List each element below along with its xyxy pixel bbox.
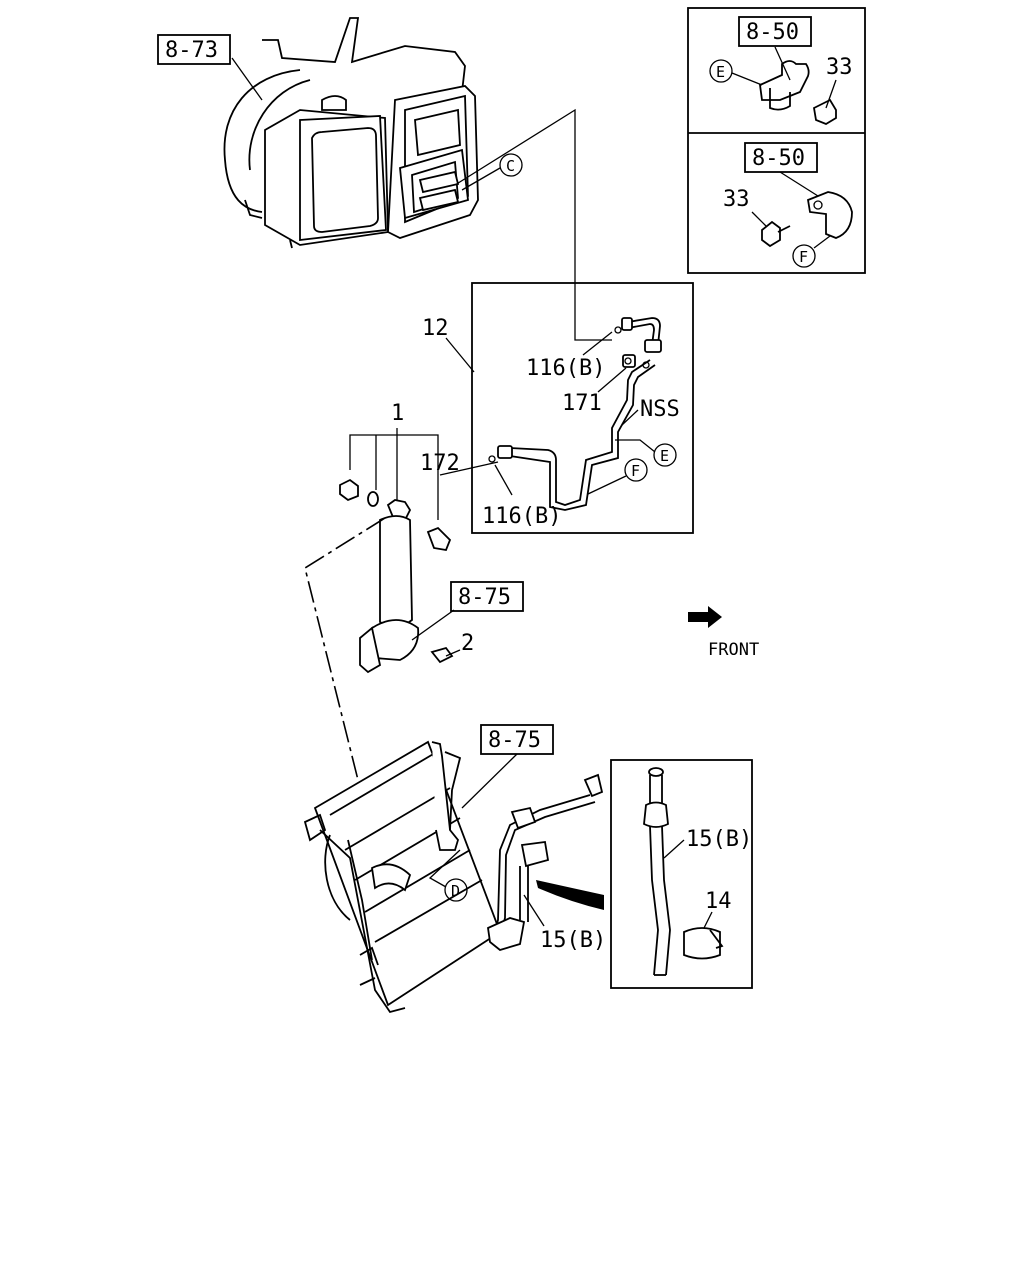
ref-box-8-50-f[interactable]: 8-50 xyxy=(744,142,818,173)
svg-text:F: F xyxy=(799,248,808,266)
label-116b-bottom: 116(B) xyxy=(482,504,561,529)
clip-f-drawing xyxy=(761,191,853,248)
ref-box-8-75-condenser[interactable]: 8-75 xyxy=(480,724,554,755)
label-171: 171 xyxy=(562,391,602,416)
hose-drawing xyxy=(643,767,724,976)
hose-inset-box xyxy=(610,759,753,989)
callout-f-pipe[interactable]: F xyxy=(624,458,648,482)
svg-text:E: E xyxy=(660,447,669,465)
callout-e-pipe[interactable]: E xyxy=(653,443,677,467)
front-arrow xyxy=(688,606,722,628)
callout-e-inset[interactable]: E xyxy=(709,59,733,83)
label-12: 12 xyxy=(422,316,449,341)
svg-text:E: E xyxy=(716,63,725,81)
label-116b-top: 116(B) xyxy=(526,356,605,381)
receiver-drier-drawing xyxy=(339,478,454,674)
clip-e-drawing xyxy=(759,60,837,126)
heater-unit-drawing xyxy=(223,17,479,249)
label-1: 1 xyxy=(391,401,404,426)
svg-text:8-75: 8-75 xyxy=(458,585,511,610)
label-33-bottom: 33 xyxy=(723,187,750,212)
svg-text:8-75: 8-75 xyxy=(488,728,541,753)
ref-label-8-73: 8-73 xyxy=(165,38,218,63)
svg-text:D: D xyxy=(451,882,460,900)
svg-text:8-50: 8-50 xyxy=(746,20,799,45)
callout-d[interactable]: D xyxy=(444,878,468,902)
label-14: 14 xyxy=(705,889,732,914)
svg-text:8-50: 8-50 xyxy=(752,146,805,171)
callout-f-inset[interactable]: F xyxy=(792,244,816,268)
clip-inset-box xyxy=(687,7,866,274)
front-label: FRONT xyxy=(708,640,759,660)
svg-text:F: F xyxy=(631,462,640,480)
label-33-top: 33 xyxy=(826,55,853,80)
condenser-drawing xyxy=(303,740,604,1014)
ref-box-8-50-e[interactable]: 8-50 xyxy=(738,16,812,47)
ref-box-8-75-bracket[interactable]: 8-75 xyxy=(450,581,524,612)
callout-c[interactable]: C xyxy=(499,153,523,177)
suction-pipe-drawing xyxy=(488,317,662,511)
pipe-group-box xyxy=(471,282,694,534)
label-nss: NSS xyxy=(640,397,680,422)
svg-text:C: C xyxy=(506,157,515,175)
ref-box-8-73[interactable]: 8-73 xyxy=(157,34,231,65)
label-2: 2 xyxy=(461,631,474,656)
label-15b-main: 15(B) xyxy=(540,928,606,953)
label-15b-inset: 15(B) xyxy=(686,827,752,852)
